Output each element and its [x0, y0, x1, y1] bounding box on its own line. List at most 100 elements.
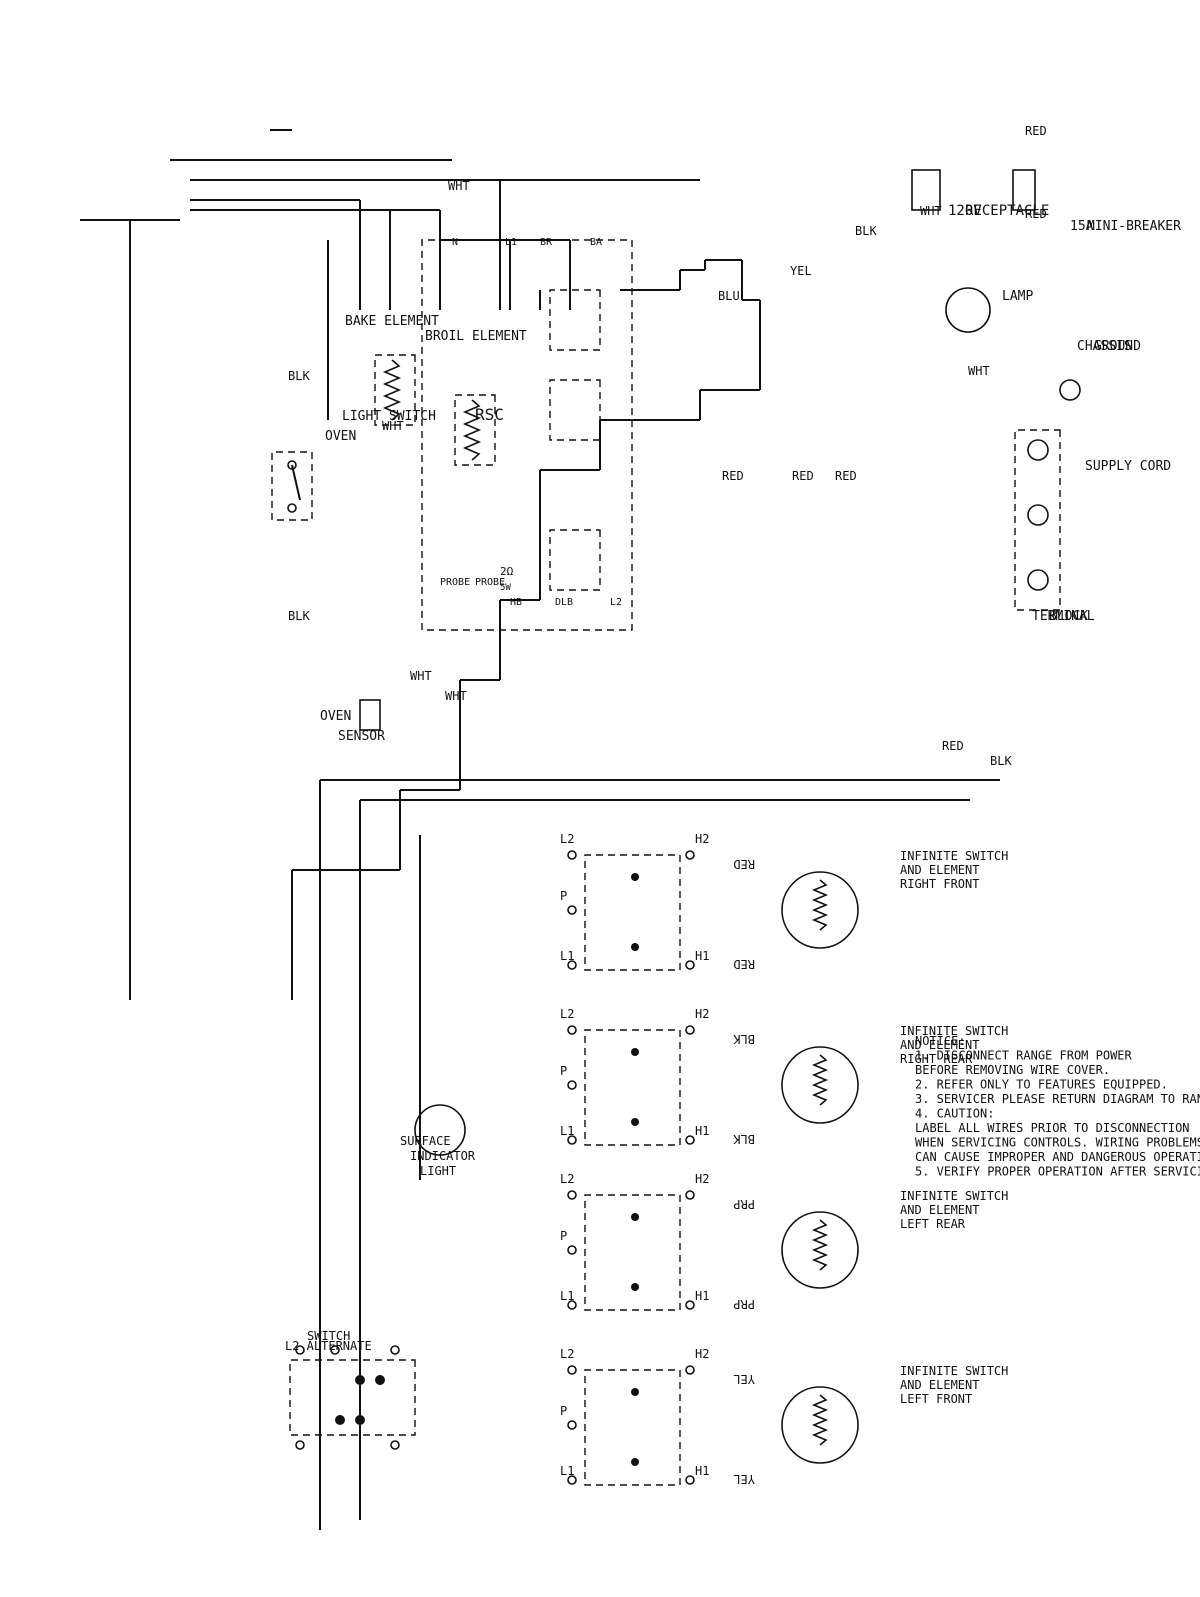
wire-label-wht-1: WHT: [448, 179, 470, 193]
terminal-label-p: P: [560, 1404, 567, 1418]
element-label-line: AND ELEMENT: [900, 1378, 979, 1392]
rsc-terminal-ba: BA: [590, 237, 602, 248]
terminal-node: [685, 850, 695, 860]
element-wire-label: RED: [733, 957, 755, 971]
contact-point: [631, 873, 639, 881]
terminal-node: [685, 1475, 695, 1485]
bake-element: BAKE ELEMENT: [345, 314, 439, 426]
terminal-node: [567, 850, 577, 860]
wire-label-blk-4: BLK: [990, 754, 1012, 768]
surface-element-resistive-path: [811, 879, 829, 931]
surface-element-coil: [781, 1386, 859, 1464]
alternate-switch-label-2: SWITCH: [307, 1329, 350, 1343]
wire-label-blk-1: BLK: [288, 369, 310, 383]
notice-line: 1. DISCONNECT RANGE FROM POWER: [915, 1049, 1133, 1063]
wire-label-red-2: RED: [792, 469, 814, 483]
resistor-label: 2Ω: [500, 565, 514, 578]
contact-point: [631, 943, 639, 951]
terminal-label-h2: H2: [695, 1007, 709, 1021]
terminal-node: [567, 960, 577, 970]
terminal-label-p: P: [560, 1229, 567, 1243]
element-wire-label: YEL: [733, 1372, 755, 1386]
element-wire-label: BLK: [733, 1132, 755, 1146]
wire-label-wht-5: WHT: [920, 204, 942, 218]
terminal-node: [685, 1135, 695, 1145]
broil-element-label: BROIL ELEMENT: [425, 329, 527, 344]
terminal-label-h1: H1: [695, 1464, 709, 1478]
surface-element-resistive-path: [811, 1054, 829, 1106]
notice-line: NOTICE:: [915, 1034, 966, 1048]
receptacle: 120V RECEPTACLE: [911, 169, 1049, 219]
receptacle-label-2: RECEPTACLE: [965, 203, 1049, 219]
mini-breaker-label-2: MINI-BREAKER: [1087, 219, 1181, 234]
surface-element-coil: [781, 1211, 859, 1289]
terminal-label-h1: H1: [695, 1289, 709, 1303]
terminal-label-h2: H2: [695, 832, 709, 846]
element-label-line: INFINITE SWITCH: [900, 1024, 1008, 1038]
wire-label-blk-3: BLK: [855, 224, 877, 238]
rsc-terminal-hb: HB: [510, 597, 522, 608]
terminal-node: [685, 1190, 695, 1200]
oven-light-switch-label-1: OVEN: [325, 429, 356, 444]
terminal-node: [567, 1190, 577, 1200]
terminal-node: [567, 1080, 577, 1090]
oven-sensor-label-2: SENSOR: [338, 729, 385, 744]
surface-element-resistive-path: [811, 1394, 829, 1446]
rsc-terminal-probe-1: PROBE: [440, 577, 470, 588]
terminal-label-l1: L1: [560, 1124, 574, 1138]
notice-line: 5. VERIFY PROPER OPERATION AFTER SERVICI…: [915, 1165, 1200, 1179]
surface-element-coil: [781, 1046, 859, 1124]
mini-breaker: 15A MINI-BREAKER: [1012, 169, 1181, 234]
surface-indicator-label-1: SURFACE: [400, 1134, 451, 1148]
terminal-label-h1: H1: [695, 1124, 709, 1138]
terminal-node: [567, 1025, 577, 1035]
terminal-label-p: P: [560, 889, 567, 903]
notice-line: 4. CAUTION:: [915, 1107, 994, 1121]
notice-block: NOTICE: 1. DISCONNECT RANGE FROM POWER B…: [915, 1034, 1200, 1179]
bake-element-label: BAKE ELEMENT: [345, 314, 439, 329]
terminal-label-l2: L2: [560, 1007, 574, 1021]
contact-point: [631, 1213, 639, 1221]
surface-element-resistive-path: [811, 1219, 829, 1271]
terminal-label-l1: L1: [560, 1464, 574, 1478]
rsc-terminal-probe-2: PROBE: [475, 577, 505, 588]
surface-element-coil: [781, 871, 859, 949]
terminal-node: [567, 1475, 577, 1485]
terminal-label-h2: H2: [695, 1172, 709, 1186]
oven-sensor-label-1: OVEN: [320, 709, 351, 724]
wire-label-red-3: RED: [835, 469, 857, 483]
element-wire-label: PRP: [733, 1197, 755, 1211]
wire-label-blu: BLU: [718, 289, 740, 303]
wire-label-wht-3: WHT: [410, 669, 432, 683]
contact-point: [631, 1283, 639, 1291]
resistor-sub-label: 5W: [500, 583, 511, 593]
terminal-node: [567, 1365, 577, 1375]
element-label-line: LEFT FRONT: [900, 1392, 972, 1406]
wire-label-wht-6: WHT: [968, 364, 990, 378]
rsc-terminal-dlb: DLB: [555, 597, 573, 608]
wire-label-blk-2: BLK: [288, 609, 310, 623]
rsc-terminal-l1: L1: [505, 237, 517, 248]
element-wire-label: RED: [733, 857, 755, 871]
terminal-node: [685, 1300, 695, 1310]
rsc-terminal-n: N: [452, 237, 458, 248]
notice-line: BEFORE REMOVING WIRE COVER.: [915, 1063, 1110, 1077]
infinite-switch-box: [584, 854, 681, 971]
element-wire-label: YEL: [733, 1472, 755, 1486]
element-wire-label: PRP: [733, 1297, 755, 1311]
notice-line: 2. REFER ONLY TO FEATURES EQUIPPED.: [915, 1078, 1168, 1092]
rsc-terminal-l2: L2: [610, 597, 622, 608]
chassis-ground: CHASSIS GROUND: [1059, 339, 1141, 401]
terminal-label-l2: L2: [560, 1172, 574, 1186]
oven-light-switch: OVEN LIGHT SWITCH: [271, 409, 436, 521]
terminal-node: [685, 1365, 695, 1375]
terminal-block-label-2: BLOCK: [1049, 609, 1088, 624]
oven-control-section: RSC BROIL ELEMENT BAKE ELEMENT: [80, 124, 1181, 1000]
chassis-ground-label-1: CHASSIS: [1077, 339, 1132, 354]
terminal-node: [567, 1245, 577, 1255]
oven-sensor: OVEN SENSOR: [320, 699, 385, 744]
